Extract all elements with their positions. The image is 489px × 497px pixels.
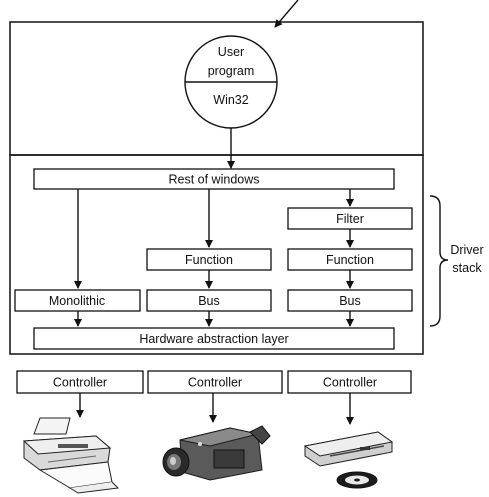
controller-label-right: Controller — [323, 376, 377, 390]
camcorder-icon — [162, 425, 271, 481]
incoming-call-arrow — [274, 0, 299, 28]
hal-box — [33, 327, 395, 350]
printer-icon — [22, 417, 120, 494]
win32-label: Win32 — [213, 93, 248, 107]
driver-stack-label-line2: stack — [452, 261, 482, 275]
driver-stack-label-line1: Driver — [450, 243, 483, 257]
disk-drive-icon — [303, 431, 394, 489]
bus-middle-label: Bus — [198, 294, 220, 308]
controller-box-middle — [147, 370, 283, 394]
controller-label-left: Controller — [53, 376, 107, 390]
monolithic-label: Monolithic — [49, 294, 105, 308]
driver-stack-brace — [429, 195, 449, 327]
hal-label: Hardware abstraction layer — [139, 332, 288, 346]
function-middle-label: Function — [185, 253, 233, 267]
kernel-mode-frame — [9, 154, 424, 355]
user-program-label-line1: User — [218, 45, 244, 59]
user-program-circle: User program Win32 — [184, 35, 278, 129]
rest-of-windows-box — [33, 168, 395, 190]
filter-label: Filter — [336, 212, 364, 226]
bus-right-label: Bus — [339, 294, 361, 308]
rest-of-windows-label: Rest of windows — [168, 173, 259, 187]
controller-label-middle: Controller — [188, 376, 242, 390]
user-program-label-line2: program — [208, 64, 255, 78]
function-right-label: Function — [326, 253, 374, 267]
